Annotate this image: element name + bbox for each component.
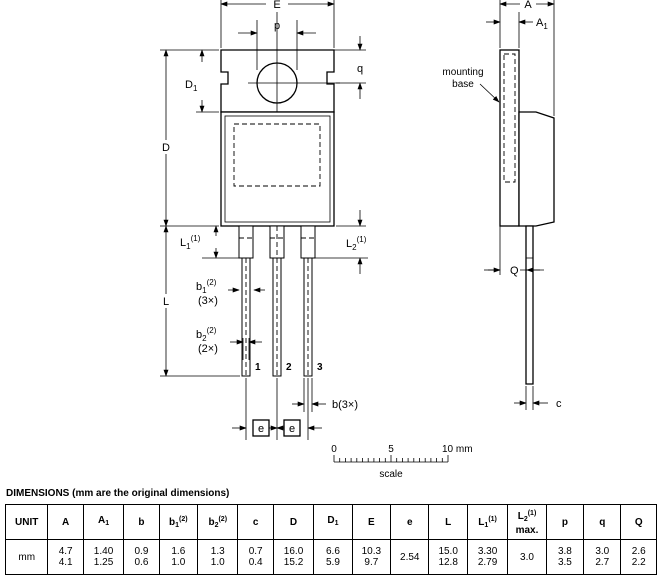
dim-b: b(3×) — [292, 378, 358, 412]
label-b2: b2(2) — [196, 326, 217, 343]
scale-caption: scale — [379, 469, 403, 480]
dim-L1: L1(1) — [180, 225, 240, 259]
side-view — [499, 49, 555, 385]
label-L1: L1(1) — [180, 234, 201, 251]
dimension-header: A — [47, 504, 84, 540]
dim-L: L — [160, 225, 240, 377]
dimension-header: D1 — [313, 504, 353, 540]
pin-number-3: 3 — [317, 362, 323, 373]
scale-label-5: 5 — [388, 444, 394, 455]
dimension-value-cell: 3.0 — [507, 539, 547, 575]
dimension-value-cell: 2.54 — [390, 539, 430, 575]
dimensions-heading: DIMENSIONS (mm are the original dimensio… — [6, 488, 230, 499]
label-q: q — [357, 63, 363, 75]
label-mounting: mounting — [442, 67, 483, 78]
dim-e: e e — [232, 378, 322, 440]
dim-b1: b1(2) (3×) — [196, 278, 265, 307]
side-lead — [525, 225, 534, 385]
dimension-header: D — [272, 504, 315, 540]
dim-p: p — [238, 20, 316, 70]
label-L2: L2(1) — [346, 235, 367, 252]
front-view — [220, 12, 340, 377]
die-outline — [233, 123, 321, 187]
dimension-header: Q — [620, 504, 657, 540]
dimension-header: b1(2) — [158, 504, 199, 540]
label-p: p — [274, 20, 280, 32]
dimension-header: L1(1) — [466, 504, 509, 540]
scale-label-0: 0 — [331, 444, 337, 455]
label-c: c — [556, 398, 562, 410]
dim-Q: Q — [484, 226, 544, 277]
dimension-header: e — [390, 504, 430, 540]
package-body — [220, 111, 335, 227]
side-heatsink-marks — [503, 53, 516, 183]
dim-L2: L2(1) — [314, 210, 368, 274]
label-b1-count: (3×) — [198, 295, 218, 307]
dimension-header: q — [583, 504, 622, 540]
label-e-1: e — [258, 423, 264, 435]
label-A1: A1 — [536, 17, 548, 31]
label-D1: D1 — [185, 79, 198, 93]
label-E: E — [273, 0, 280, 11]
label-A: A — [524, 0, 532, 11]
package-outline-drawing: E p q D1 D L L1(1 — [160, 0, 562, 480]
label-b2-count: (2×) — [198, 343, 218, 355]
dimension-header: A1 — [82, 504, 125, 540]
label-L: L — [163, 296, 169, 308]
dim-A1: A1 — [486, 12, 548, 48]
dimension-header: b — [123, 504, 160, 540]
dim-D: D — [160, 49, 219, 227]
dimension-header: L — [428, 504, 468, 540]
side-body — [518, 111, 555, 227]
label-Q: Q — [510, 265, 519, 277]
dim-q: q — [334, 36, 366, 99]
dimension-header: p — [545, 504, 585, 540]
dimension-value-cell: mm — [4, 539, 49, 575]
label-b: b(3×) — [332, 399, 358, 411]
mounting-base-callout: mounting base — [442, 67, 500, 103]
scale-label-10: 10 mm — [442, 444, 473, 455]
label-e-2: e — [289, 423, 295, 435]
scale-bar: 0 5 10 mm scale — [331, 444, 472, 480]
dim-c: c — [514, 386, 562, 410]
dim-b2: b2(2) (2×) — [196, 326, 262, 360]
label-base: base — [452, 79, 474, 90]
label-b1: b1(2) — [196, 278, 217, 295]
dimension-header: b2(2) — [197, 504, 239, 540]
dimension-header: UNIT — [4, 504, 49, 540]
dim-E: E — [220, 0, 335, 48]
dimension-header: E — [351, 504, 392, 540]
label-D: D — [162, 142, 170, 154]
pin-number-1: 1 — [255, 362, 261, 373]
dimension-header: c — [237, 504, 274, 540]
pin-number-2: 2 — [286, 362, 292, 373]
dim-D1: D1 — [160, 49, 219, 113]
side-tab — [499, 49, 520, 227]
dimension-header: L2(1)max. — [507, 504, 547, 540]
